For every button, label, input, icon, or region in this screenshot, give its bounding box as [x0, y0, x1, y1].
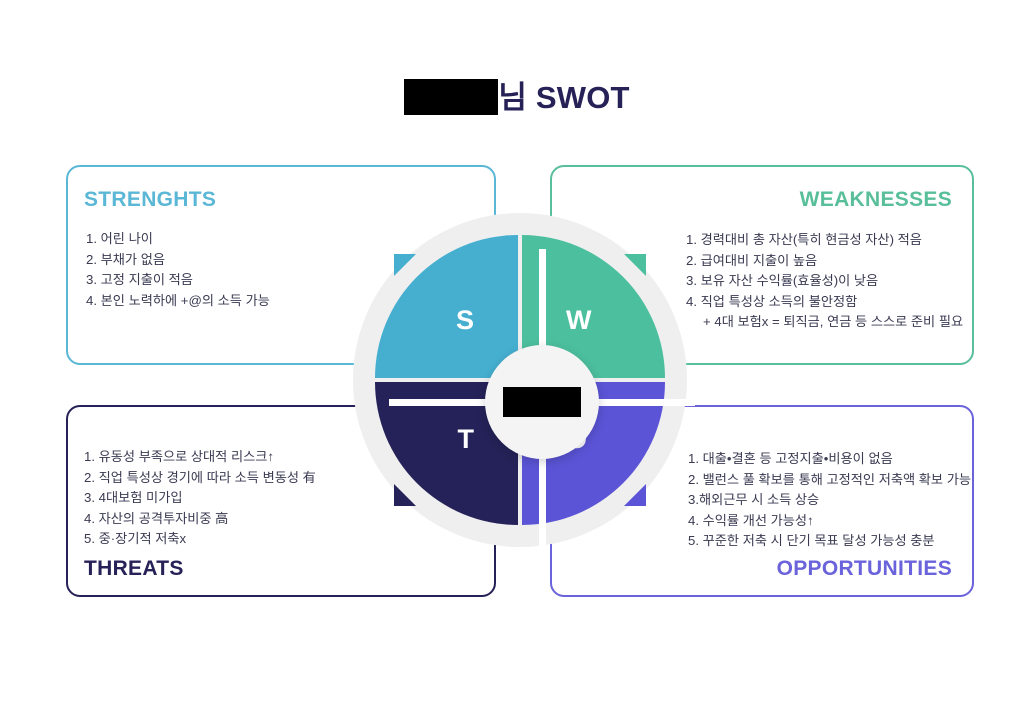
corner-triangle-icon-threats — [394, 484, 416, 506]
wheel-letter-t: T — [457, 424, 475, 454]
list-strengths: 1. 어린 나이 2. 부채가 없음 3. 고정 지출이 적음 4. 본인 노력… — [86, 229, 270, 311]
heading-threats: THREATS — [84, 557, 184, 580]
list-item: 3. 보유 자산 수익률(효율성)이 낮음 — [686, 273, 879, 288]
wheel-quadrants: S W T O — [375, 235, 695, 555]
list-item: 2. 직업 특성상 경기에 따라 소득 변동성 有 — [84, 469, 316, 485]
redacted-name-block — [404, 79, 499, 115]
list-item: 2. 밸런스 풀 확보를 통해 고정적인 저축액 확보 가능 — [688, 471, 971, 487]
list-item: 1. 어린 나이 — [86, 231, 153, 246]
corner-triangle-icon-opportunities — [624, 484, 646, 506]
page-title-suffix: 님 SWOT — [498, 80, 630, 115]
list-item: 1. 대출•결혼 등 고정지출•비용이 없음 — [688, 451, 893, 466]
list-item: 4. 직업 특성상 소득의 불안정함 — [686, 293, 858, 309]
list-item: 4. 자산의 공격투자비중 高 — [84, 510, 229, 526]
list-weaknesses: 1. 경력대비 총 자산(특히 현금성 자산) 적음 2. 급여대비 지출이 높… — [686, 230, 963, 333]
heading-opportunities: OPPORTUNITIES — [776, 557, 952, 580]
list-item: 5. 꾸준한 저축 시 단기 목표 달성 가능성 충분 — [688, 533, 935, 548]
list-item: 3.해외근무 시 소득 상승 — [688, 492, 820, 507]
wheel-center-hub — [485, 345, 599, 459]
redacted-center-label — [503, 387, 581, 417]
corner-triangle-icon-strengths — [394, 254, 416, 276]
wheel-letter-s: S — [455, 305, 474, 335]
list-threats: 1. 유동성 부족으로 상대적 리스크↑ 2. 직업 특성상 경기에 따라 소득… — [84, 447, 316, 550]
corner-triangle-icon-weaknesses — [624, 254, 646, 276]
wheel-letter-w: W — [566, 305, 592, 335]
list-item: 2. 부채가 없음 — [86, 251, 165, 267]
list-opportunities: 1. 대출•결혼 등 고정지출•비용이 없음 2. 밸런스 풀 확보를 통해 고… — [688, 449, 971, 552]
list-item: 1. 경력대비 총 자산(특히 현금성 자산) 적음 — [686, 232, 922, 247]
swot-wheel-diagram: S W T O — [353, 213, 695, 555]
list-item: 4. 본인 노력하에 +@의 소득 가능 — [86, 292, 270, 308]
list-subitem: + 4대 보험x = 퇴직금, 연금 등 스스로 준비 필요 — [703, 314, 964, 329]
page-title: 님 SWOT — [0, 72, 1034, 117]
list-item: 3. 4대보험 미가입 — [84, 490, 183, 505]
list-item: 5. 중·장기적 저축x — [84, 531, 187, 546]
list-item: 2. 급여대비 지출이 높음 — [686, 252, 818, 268]
list-item: 4. 수익률 개선 가능성↑ — [688, 512, 814, 528]
heading-weaknesses: WEAKNESSES — [799, 188, 952, 211]
list-item: 1. 유동성 부족으로 상대적 리스크↑ — [84, 449, 274, 464]
heading-strengths: STRENGHTS — [84, 188, 217, 211]
list-item: 3. 고정 지출이 적음 — [86, 272, 193, 287]
